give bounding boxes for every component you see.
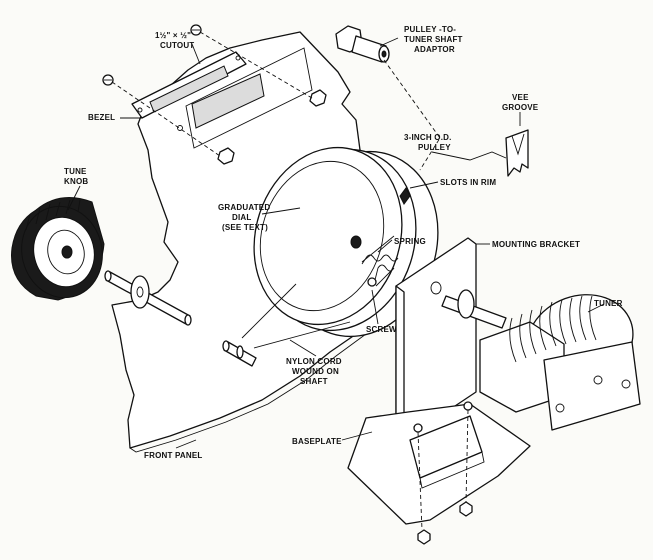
dial-cutout [191,73,265,129]
nylon-cord [241,283,351,349]
vee-groove-detail [505,129,529,177]
label-tune-knob-2: KNOB [64,177,88,186]
label-tuner: TUNER [594,299,623,308]
label-vee-groove-1: VEE [512,93,529,102]
label-bezel: BEZEL [88,113,115,122]
baseplate [347,403,531,525]
baseplate-screw [459,401,473,517]
label-adaptor-2: TUNER SHAFT [404,35,463,44]
label-nylon-cord-3: SHAFT [300,377,328,386]
tuner-washer [457,289,475,319]
tuner-end-plate [543,341,641,431]
pulley-to-tuner-shaft-adaptor [335,25,390,63]
window-insert [185,47,313,149]
hex-nut [309,89,327,107]
label-pulley-1: 3-INCH O.D. [404,133,452,142]
graduated-dial-pulley [253,146,439,338]
label-nylon-cord-2: WOUND ON [292,367,339,376]
label-nylon-cord-1: NYLON CORD [286,357,342,366]
tuner [441,289,641,431]
dial-screw [367,277,377,287]
label-cutout-2: CUTOUT [160,41,194,50]
label-dial-3: (SEE TEXT) [222,223,268,232]
label-slots-in-rim: SLOTS IN RIM [440,178,496,187]
cord-shaft [222,340,257,367]
tune-knob[interactable] [11,197,112,307]
leader-lines [67,37,605,449]
panel-hole [177,125,183,131]
hex-nut [217,147,235,165]
label-cutout-1: 1½" × ½" [155,31,191,40]
shaft-washer [130,275,150,309]
bezel-window [149,65,229,113]
label-mounting-bracket: MOUNTING BRACKET [492,240,580,249]
label-spring: SPRING [394,237,426,246]
baseplate-screw [413,423,431,545]
label-adaptor-1: PULLEY -TO- [404,25,456,34]
label-tune-knob-1: TUNE [64,167,87,176]
label-screw: SCREW [366,325,397,334]
label-dial-1: GRADUATED [218,203,270,212]
knob-knurl [25,199,81,231]
label-adaptor-3: ADAPTOR [414,45,455,54]
rim-slot [399,187,411,205]
label-front-panel: FRONT PANEL [144,451,203,460]
bezel-screw [190,24,202,36]
label-pulley-2: PULLEY [418,143,451,152]
bezel-screw [102,74,114,86]
label-vee-groove-2: GROOVE [502,103,539,112]
label-dial-2: DIAL [232,213,251,222]
label-baseplate: BASEPLATE [292,437,342,446]
